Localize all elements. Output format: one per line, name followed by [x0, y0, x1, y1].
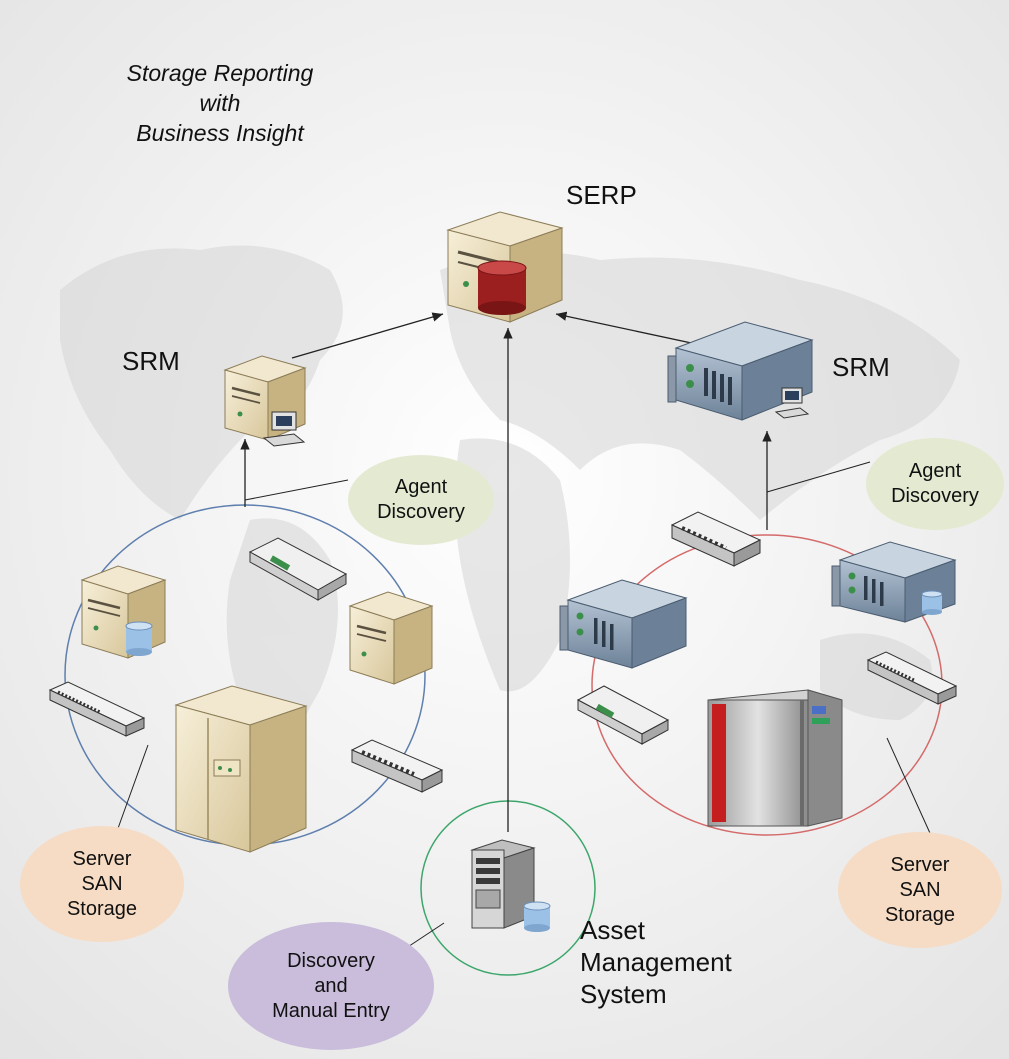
storage-right-line-3: Storage: [884, 903, 956, 926]
srm-left-label: SRM: [122, 346, 180, 376]
leader-agent-right: [766, 461, 871, 493]
server-san-storage-right-bubble: Server SAN Storage: [838, 832, 1002, 948]
srm-right-rack-server-icon: [667, 321, 814, 421]
agent-right-line-1: Agent: [908, 460, 962, 482]
left-modem-icon: [248, 537, 348, 601]
discovery-line-2: and: [314, 974, 348, 997]
asset-line-1: Asset: [580, 915, 646, 945]
storage-right-line-1: Server: [890, 853, 950, 876]
agent-left-line-1: Agent: [394, 476, 448, 498]
right-router-icon: [670, 511, 762, 567]
left-tower-server-icon: [348, 591, 434, 685]
right-rack-server-a-icon: [559, 579, 688, 669]
storage-left-line-3: Storage: [66, 897, 138, 920]
leader-storage-right: [886, 737, 935, 843]
left-server-with-db-icon: [80, 565, 167, 659]
left-router-icon: [350, 739, 444, 793]
server-san-storage-left-bubble: Server SAN Storage: [20, 826, 184, 942]
asset-line-2: Management: [580, 947, 732, 977]
agent-discovery-right-bubble: Agent Discovery: [866, 438, 1004, 530]
asset-line-3: System: [580, 979, 667, 1009]
storage-left-line-2: SAN: [81, 872, 123, 895]
title-line-2: with: [199, 90, 241, 116]
discovery-line-3: Manual Entry: [272, 999, 390, 1022]
asset-tower-server-icon: [470, 839, 551, 932]
serp-server-icon: [446, 211, 564, 323]
serp-label: SERP: [566, 180, 637, 210]
storage-right-line-2: SAN: [899, 878, 941, 901]
discovery-line-1: Discovery: [287, 949, 375, 972]
agent-right-line-2: Discovery: [891, 485, 979, 507]
srm-right-workstation-icon: [774, 387, 810, 419]
right-modem-icon: [576, 685, 670, 745]
title-line-1: Storage Reporting: [126, 60, 314, 86]
storage-left-line-1: Server: [72, 847, 132, 870]
serp-database-icon: [477, 260, 527, 315]
agent-discovery-left-bubble: Agent Discovery: [348, 455, 494, 545]
srm-left-workstation-icon: [262, 411, 306, 447]
title-line-3: Business Insight: [136, 120, 304, 146]
right-switch-icon: [866, 651, 958, 705]
left-switch-icon: [48, 681, 146, 737]
arrow-left-srm-to-serp: [291, 312, 444, 359]
left-storage-cabinet-icon: [174, 685, 308, 853]
srm-right-label: SRM: [832, 352, 890, 382]
leader-agent-left: [244, 479, 349, 501]
asset-management-label: Asset Management System: [580, 914, 732, 1010]
discovery-manual-entry-bubble: Discovery and Manual Entry: [228, 922, 434, 1050]
agent-left-line-2: Discovery: [377, 501, 465, 523]
diagram-title: Storage Reporting with Business Insight: [70, 58, 370, 148]
right-rack-server-b-icon: [831, 541, 957, 623]
right-mainframe-icon: [707, 689, 843, 827]
